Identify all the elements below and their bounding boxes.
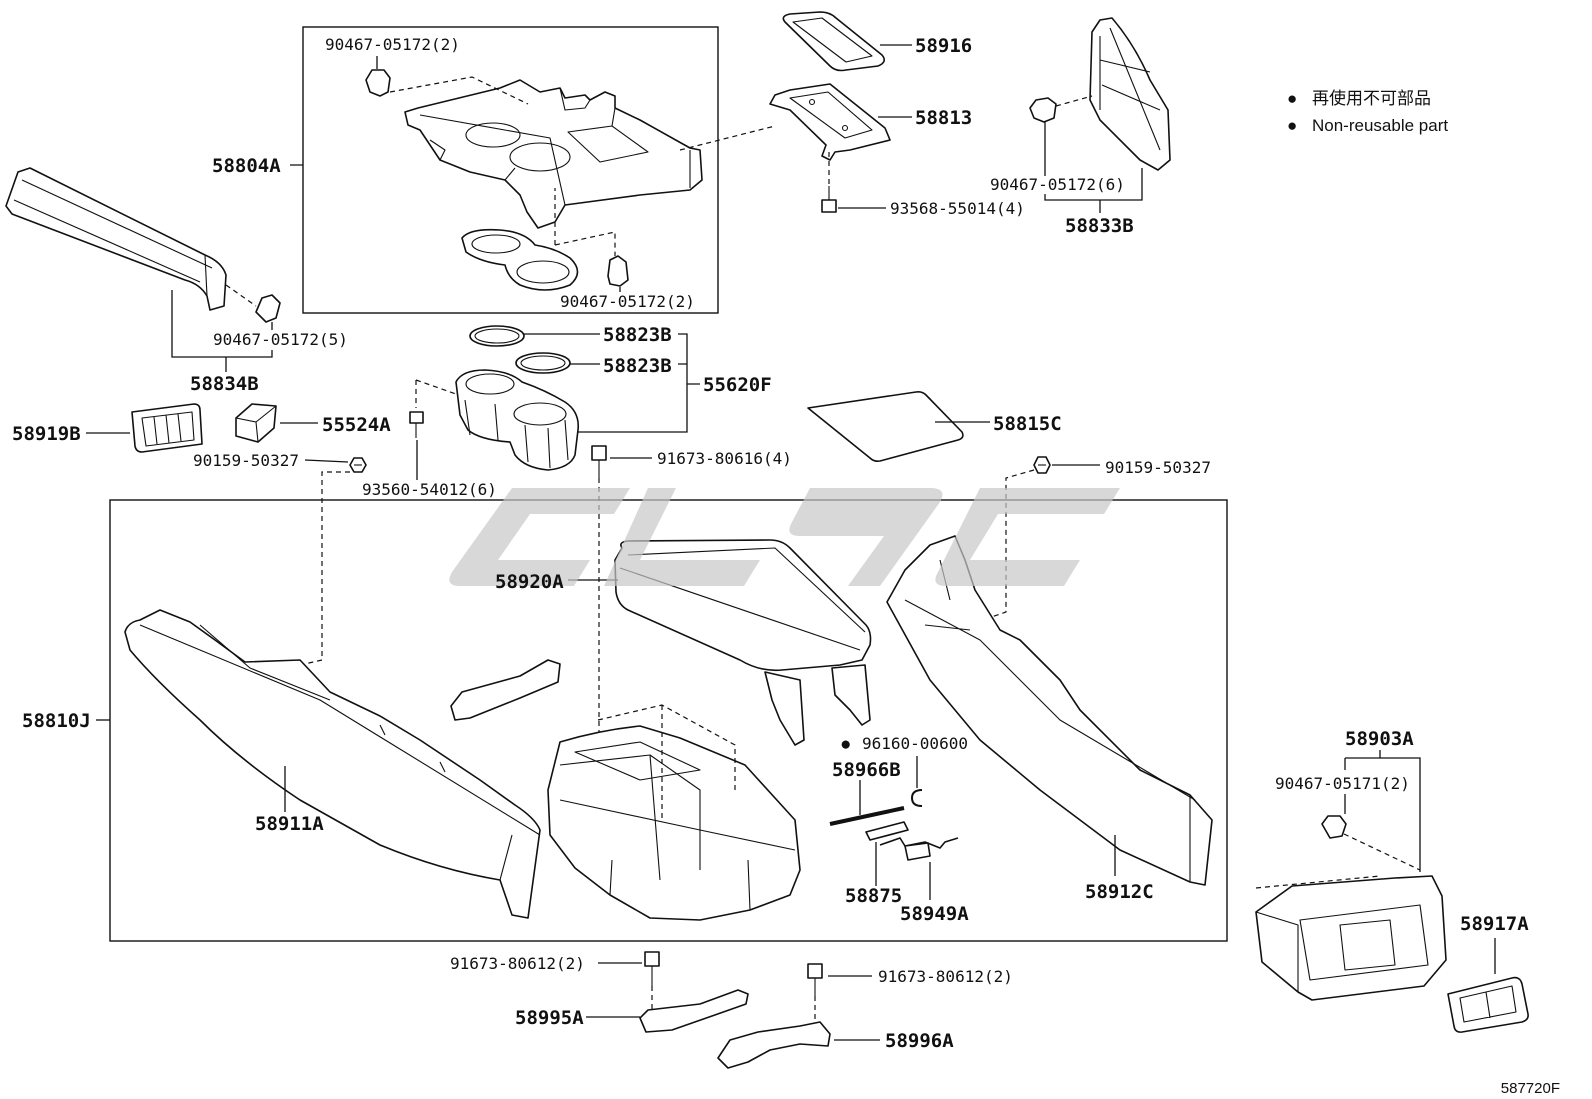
label-93560-54012: 93560-54012(6) bbox=[362, 480, 497, 499]
label-58810j: 58810J bbox=[22, 710, 91, 732]
part-55620f-cup-holder bbox=[455, 369, 580, 471]
label-58966b: 58966B bbox=[832, 759, 901, 781]
legend-non-reusable-en: Non-reusable part bbox=[1312, 116, 1448, 135]
bolt-91673-80612-right bbox=[807, 963, 823, 996]
legend-marker-en: ● bbox=[1287, 116, 1297, 135]
part-58917a-cover bbox=[1447, 976, 1529, 1033]
leader-58833b bbox=[1044, 122, 1143, 213]
screw-90159-50327-left bbox=[349, 457, 367, 473]
label-91673-80616: 91673-80616(4) bbox=[657, 449, 792, 468]
label-58834b: 58834B bbox=[190, 373, 259, 395]
part-58912c-side-panel-right bbox=[886, 535, 1213, 886]
screw-93568-55014 bbox=[821, 186, 837, 213]
label-58912c: 58912C bbox=[1085, 881, 1154, 903]
clip-96160-00600 bbox=[911, 789, 923, 807]
label-55524a: 55524A bbox=[322, 414, 391, 436]
clip-90467-05172-bottom bbox=[607, 255, 629, 287]
watermark-logo bbox=[449, 488, 1120, 586]
dash-90159-left bbox=[247, 471, 350, 678]
label-58833b: 58833B bbox=[1065, 215, 1134, 237]
upper-panel-group-frame bbox=[302, 26, 719, 314]
non-reusable-marker-96160: ● bbox=[840, 734, 851, 755]
label-58804a: 58804A bbox=[212, 155, 281, 177]
label-58823b-lower: 58823B bbox=[603, 355, 672, 377]
label-91673-80612-left: 91673-80612(2) bbox=[450, 954, 585, 973]
part-58911a-side-panel-left bbox=[124, 609, 541, 919]
label-90467-05172-6: 90467-05172(6) bbox=[990, 175, 1125, 194]
part-58996a-bracket bbox=[717, 1021, 831, 1069]
bolt-91673-80616 bbox=[591, 445, 607, 478]
clip-90467-05172-top bbox=[365, 69, 391, 97]
part-console-box bbox=[547, 725, 801, 921]
leader-58823b bbox=[524, 333, 600, 365]
label-58813: 58813 bbox=[915, 107, 972, 129]
label-90159-50327-left: 90159-50327 bbox=[193, 451, 299, 470]
bolt-91673-80612-left bbox=[644, 951, 660, 986]
part-55524a bbox=[235, 403, 277, 443]
label-55620f: 55620F bbox=[703, 374, 772, 396]
label-90467-05171: 90467-05171(2) bbox=[1275, 774, 1410, 793]
label-58917a: 58917A bbox=[1460, 913, 1529, 935]
legend-non-reusable-jp: 再使用不可部品 bbox=[1312, 88, 1431, 108]
legend-marker-jp: ● bbox=[1287, 89, 1297, 108]
part-58834b-trim bbox=[5, 167, 227, 311]
dash-console-box bbox=[597, 704, 736, 820]
dash-58903a bbox=[1255, 833, 1421, 889]
label-91673-80612-right: 91673-80612(2) bbox=[878, 967, 1013, 986]
label-58815c: 58815C bbox=[993, 413, 1062, 435]
dash-upper-panel bbox=[389, 76, 776, 256]
clip-90467-05171 bbox=[1321, 815, 1347, 839]
label-58919b: 58919B bbox=[12, 423, 81, 445]
dash-cup-holder bbox=[415, 379, 457, 408]
label-96160-00600: 96160-00600 bbox=[862, 734, 968, 753]
dash-58834b-clip bbox=[225, 284, 257, 307]
part-58833b-panel bbox=[1089, 17, 1171, 171]
part-58815c-mat bbox=[807, 391, 964, 462]
label-93568-55014: 93568-55014(4) bbox=[890, 199, 1025, 218]
label-90467-05172-5: 90467-05172(5) bbox=[213, 330, 348, 349]
part-58875 bbox=[865, 821, 909, 841]
leader-58903a bbox=[1344, 750, 1421, 872]
label-90467-05172-2-top: 90467-05172(2) bbox=[325, 35, 460, 54]
part-58919b bbox=[131, 403, 203, 453]
leader-58804a bbox=[290, 56, 621, 292]
part-duct bbox=[450, 659, 561, 721]
label-58949a: 58949A bbox=[900, 903, 969, 925]
leader-55620f bbox=[575, 333, 700, 433]
screw-90159-50327-right bbox=[1033, 456, 1051, 474]
figure-code: 587720F bbox=[1501, 1080, 1560, 1097]
label-58920a: 58920A bbox=[495, 571, 564, 593]
part-58903a-tray bbox=[1255, 875, 1447, 1001]
label-58995a: 58995A bbox=[515, 1007, 584, 1029]
part-58823b-ring-upper bbox=[469, 325, 525, 347]
label-58903a: 58903A bbox=[1345, 728, 1414, 750]
label-58823b-upper: 58823B bbox=[603, 324, 672, 346]
label-58911a: 58911A bbox=[255, 813, 324, 835]
clip-90467-05172-6 bbox=[1029, 97, 1057, 123]
part-58823b-ring-lower bbox=[515, 352, 571, 374]
leader-90159-left bbox=[304, 459, 349, 463]
label-90159-50327-right: 90159-50327 bbox=[1105, 458, 1211, 477]
part-58995a-bracket bbox=[639, 989, 749, 1033]
screw-93560-54012 bbox=[409, 411, 424, 438]
part-58813-bracket bbox=[769, 83, 891, 161]
dash-58833b-clip bbox=[1055, 95, 1093, 107]
label-90467-05172-2-bottom: 90467-05172(2) bbox=[560, 292, 695, 311]
label-58916: 58916 bbox=[915, 35, 972, 57]
part-58966b-pin bbox=[829, 806, 905, 826]
part-58804a-upper-panel bbox=[404, 79, 703, 291]
leader-58834b bbox=[171, 290, 273, 372]
part-58949a-spring bbox=[879, 837, 959, 861]
label-58996a: 58996A bbox=[885, 1030, 954, 1052]
part-58916-pad bbox=[782, 11, 886, 72]
clip-90467-05172-5 bbox=[255, 294, 281, 323]
label-58875: 58875 bbox=[845, 885, 902, 907]
